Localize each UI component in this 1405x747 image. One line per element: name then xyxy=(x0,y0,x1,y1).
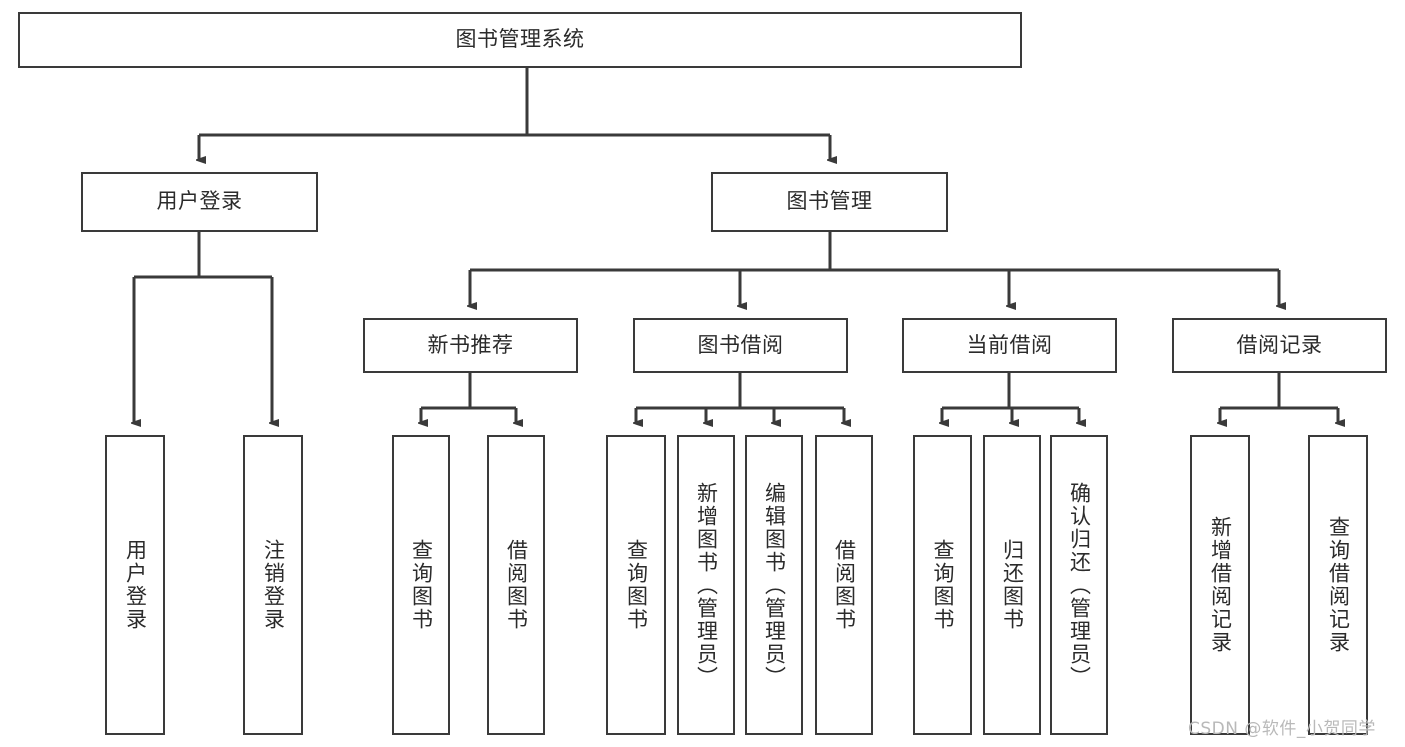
leaf-edit-book-admin-label: 编辑图书（管理员） xyxy=(762,481,787,689)
leaf-query-borrow-record[interactable]: 查询借阅记录 xyxy=(1308,435,1368,735)
node-current-borrow-label: 当前借阅 xyxy=(966,332,1053,357)
leaf-query-book-bb[interactable]: 查询图书 xyxy=(606,435,666,735)
node-book-borrow-label: 图书借阅 xyxy=(697,332,784,357)
leaf-query-book-cb[interactable]: 查询图书 xyxy=(913,435,972,735)
node-new-book-recommend[interactable]: 新书推荐 xyxy=(363,318,578,373)
leaf-confirm-return-admin[interactable]: 确认归还（管理员） xyxy=(1050,435,1108,735)
leaf-query-borrow-record-label: 查询借阅记录 xyxy=(1326,516,1351,654)
leaf-borrow-book-bb[interactable]: 借阅图书 xyxy=(815,435,873,735)
node-user-login[interactable]: 用户登录 xyxy=(81,172,318,232)
node-book-borrow[interactable]: 图书借阅 xyxy=(633,318,848,373)
leaf-query-book-nb[interactable]: 查询图书 xyxy=(392,435,450,735)
leaf-add-book-admin[interactable]: 新增图书（管理员） xyxy=(677,435,735,735)
node-new-book-recommend-label: 新书推荐 xyxy=(427,332,514,357)
node-root[interactable]: 图书管理系统 xyxy=(18,12,1022,68)
leaf-user-login-label: 用户登录 xyxy=(123,539,148,631)
node-book-management-label: 图书管理 xyxy=(786,189,873,214)
leaf-query-book-nb-label: 查询图书 xyxy=(409,539,434,631)
leaf-add-borrow-record[interactable]: 新增借阅记录 xyxy=(1190,435,1250,735)
node-borrow-record[interactable]: 借阅记录 xyxy=(1172,318,1387,373)
leaf-add-borrow-record-label: 新增借阅记录 xyxy=(1208,516,1233,654)
leaf-user-login[interactable]: 用户登录 xyxy=(105,435,165,735)
leaf-return-book[interactable]: 归还图书 xyxy=(983,435,1041,735)
leaf-query-book-bb-label: 查询图书 xyxy=(624,539,649,631)
leaf-return-book-label: 归还图书 xyxy=(1000,539,1025,631)
leaf-borrow-book-nb-label: 借阅图书 xyxy=(504,539,529,631)
csdn-watermark: CSDN @软件_小贺同学 xyxy=(1188,719,1376,739)
leaf-edit-book-admin[interactable]: 编辑图书（管理员） xyxy=(745,435,803,735)
node-book-management[interactable]: 图书管理 xyxy=(711,172,948,232)
leaf-borrow-book-nb[interactable]: 借阅图书 xyxy=(487,435,545,735)
leaf-confirm-return-admin-label: 确认归还（管理员） xyxy=(1067,481,1092,689)
leaf-query-book-cb-label: 查询图书 xyxy=(931,539,955,631)
leaf-add-book-admin-label: 新增图书（管理员） xyxy=(694,481,719,689)
node-borrow-record-label: 借阅记录 xyxy=(1236,332,1323,357)
leaf-logout[interactable]: 注销登录 xyxy=(243,435,303,735)
leaf-borrow-book-bb-label: 借阅图书 xyxy=(832,539,857,631)
leaf-logout-label: 注销登录 xyxy=(261,539,286,631)
node-current-borrow[interactable]: 当前借阅 xyxy=(902,318,1117,373)
node-user-login-label: 用户登录 xyxy=(156,189,243,214)
node-root-label: 图书管理系统 xyxy=(455,27,585,52)
